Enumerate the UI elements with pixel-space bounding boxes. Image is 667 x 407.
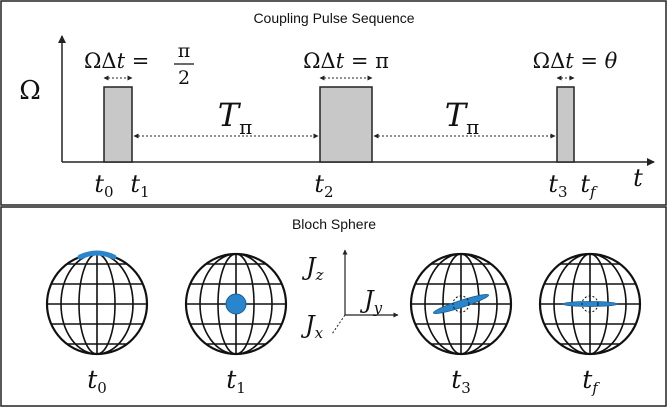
bottom-panel-title: Bloch Sphere [292, 216, 376, 232]
delay-label-1: Tπ [218, 96, 253, 139]
sphere-label-t3: t3 [451, 365, 471, 397]
sphere-label-t1: t1 [226, 365, 246, 397]
state-arc [77, 250, 117, 260]
svg-text:π: π [178, 40, 191, 62]
svg-text:2: 2 [178, 67, 190, 89]
x-axis-label: t [633, 164, 643, 192]
state-ellipse-tilted [432, 294, 490, 314]
time-label-t3: t3 [548, 170, 567, 201]
state-dot [225, 293, 247, 315]
top-panel-title: Coupling Pulse Sequence [253, 10, 414, 26]
time-label-tf: tf [580, 170, 598, 201]
jx-label: Jx [300, 311, 324, 342]
pulse-label-pi-half: ΩΔt = π 2 [84, 40, 194, 89]
time-label-t0: t0 [94, 170, 113, 201]
state-ellipse-flat [562, 301, 618, 307]
reference-dashed-circle [452, 295, 470, 313]
time-label-t1: t1 [130, 170, 149, 201]
bottom-panel-frame [0, 206, 667, 407]
jz-label: Jz [301, 253, 324, 284]
delay-label-2: Tπ [445, 96, 480, 139]
spin-axes: Jz Jy Jx [300, 249, 399, 342]
pulse-sequence-plot: Ω ΩΔt = π 2 ΩΔt = π ΩΔt = θ Tπ Tπ t0 t1 … [19, 35, 655, 201]
sphere-label-tf: tf [582, 365, 600, 397]
jx-axis [331, 314, 346, 335]
pulse-label-theta: ΩΔt = θ [533, 49, 618, 73]
bloch-sphere-tf [538, 252, 642, 356]
sphere-label-t0: t0 [87, 365, 107, 397]
top-panel-frame [0, 0, 667, 206]
bloch-sphere-t0 [45, 250, 149, 356]
y-axis-label: Ω [19, 76, 41, 106]
bloch-sphere-t1 [184, 252, 288, 356]
pulse-theta [556, 86, 575, 163]
pulse-pi [319, 86, 373, 163]
jy-label: Jy [359, 286, 383, 317]
bloch-sphere-t3 [409, 252, 513, 356]
time-label-t2: t2 [314, 170, 333, 201]
reference-dashed-circle [581, 295, 599, 313]
pulse-pi-half [103, 86, 133, 163]
svg-text:ΩΔt =: ΩΔt = [84, 49, 149, 73]
pulse-label-pi: ΩΔt = π [303, 49, 389, 73]
